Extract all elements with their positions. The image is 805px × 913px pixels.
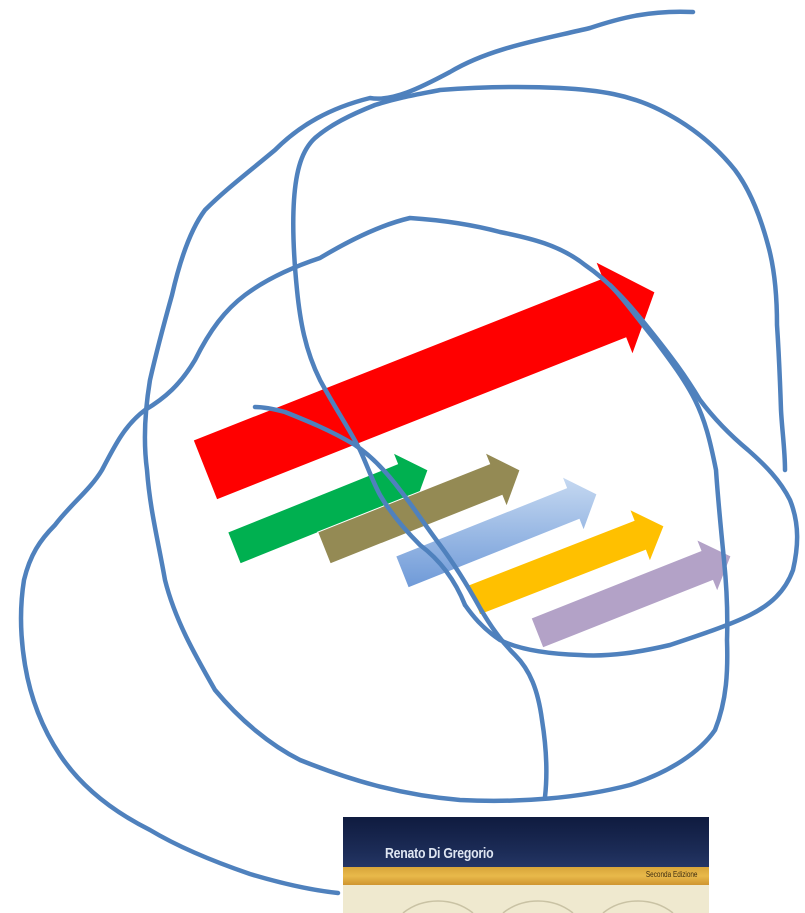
book-cover-lower (343, 885, 709, 913)
book-cover-thumbnail: Renato Di Gregorio Seconda Edizione (343, 817, 709, 913)
book-author: Renato Di Gregorio (385, 845, 493, 862)
scribble-group (21, 12, 797, 893)
book-cover-ornament (343, 885, 709, 913)
arrow-red (193, 262, 655, 500)
book-edition: Seconda Edizione (645, 870, 697, 879)
arrow-group (193, 262, 731, 648)
